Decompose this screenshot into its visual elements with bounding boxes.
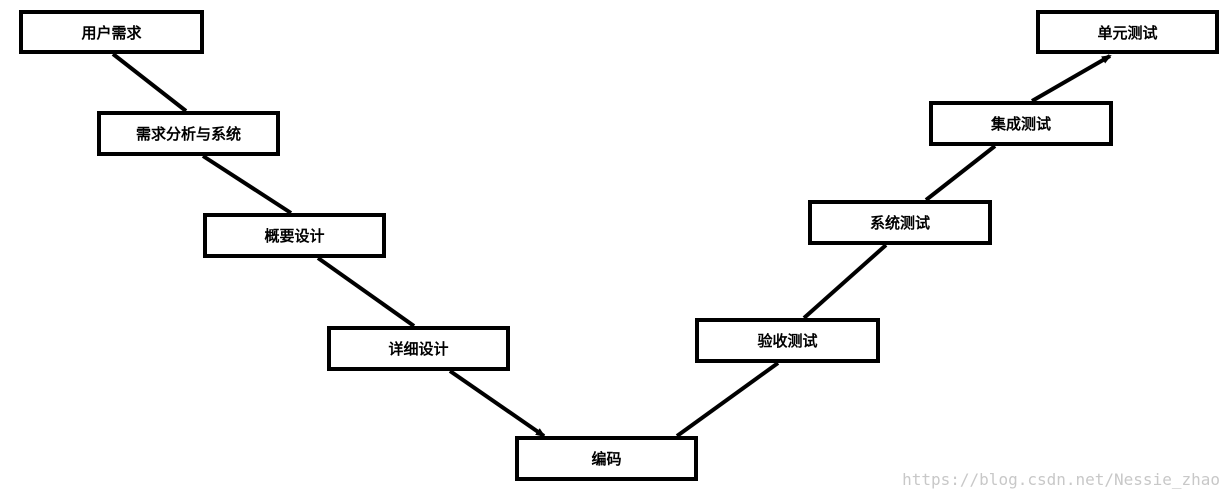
node-unit-test: 单元测试 — [1036, 10, 1219, 54]
node-label: 概要设计 — [264, 227, 325, 245]
node-coding: 编码 — [515, 436, 698, 481]
node-label: 详细设计 — [388, 340, 449, 358]
node-system-test: 系统测试 — [808, 200, 992, 245]
node-label: 集成测试 — [990, 115, 1051, 133]
edge-user-req-to-req-analysis — [111, 52, 188, 113]
node-acceptance-test: 验收测试 — [695, 318, 880, 363]
edge-system-to-integration — [924, 144, 997, 202]
edge-coding-to-acceptance — [675, 361, 780, 438]
node-label: 编码 — [591, 450, 622, 468]
edge-detail-to-coding — [448, 369, 546, 438]
node-label: 系统测试 — [869, 214, 930, 232]
edge-integration-to-unit — [1031, 54, 1112, 103]
node-label: 需求分析与系统 — [135, 125, 241, 143]
node-label: 验收测试 — [757, 332, 818, 350]
node-user-requirements: 用户需求 — [19, 10, 204, 54]
node-integration-test: 集成测试 — [929, 101, 1113, 146]
edge-outline-to-detail — [316, 256, 416, 328]
node-requirements-analysis: 需求分析与系统 — [97, 111, 280, 156]
watermark-url: https://blog.csdn.net/Nessie_zhao — [902, 470, 1220, 489]
node-outline-design: 概要设计 — [203, 213, 386, 258]
edge-acceptance-to-system — [802, 243, 888, 320]
node-detailed-design: 详细设计 — [327, 326, 510, 371]
node-label: 单元测试 — [1097, 23, 1158, 42]
edge-req-analysis-to-outline — [201, 154, 293, 215]
node-label: 用户需求 — [81, 23, 142, 42]
